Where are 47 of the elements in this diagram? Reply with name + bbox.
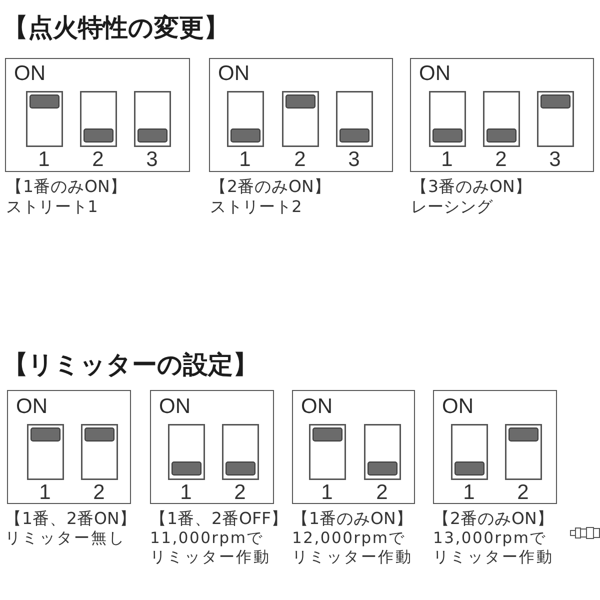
dip-switch-panel — [410, 58, 594, 172]
switch-number: 1 — [180, 482, 192, 502]
dip-switch-panel — [5, 58, 190, 172]
switch-number: 3 — [348, 148, 360, 170]
switch-number: 1 — [463, 482, 475, 502]
node-label: 13,000rpmでリミッター作動 — [433, 528, 554, 566]
node-label: 12,000rpmでリミッター作動 — [292, 528, 413, 566]
section-heading: 【リミッターの設定】 — [3, 351, 258, 378]
switch-number: 2 — [93, 482, 105, 502]
on-label: ON — [301, 396, 332, 417]
node-label: 【1番のみON】 — [292, 509, 413, 528]
switch-number: 3 — [549, 148, 561, 170]
dip-switch-panel — [292, 390, 415, 504]
switch-number: 2 — [517, 482, 529, 502]
node-label: ストリート2 — [210, 197, 302, 216]
switch-number: 1 — [321, 482, 333, 502]
node-label: 【1番、2番OFF】 — [150, 509, 288, 528]
on-label: ON — [16, 396, 48, 417]
node-label: 11,000rpmでリミッター作動 — [150, 528, 271, 566]
dip-switch-panel — [209, 58, 393, 172]
on-label: ON — [218, 63, 250, 84]
on-label: ON — [442, 396, 474, 417]
dip-switch-panel — [150, 390, 274, 504]
node-label: 【2番のみON】 — [210, 177, 331, 197]
on-label: ON — [419, 63, 450, 84]
switch-number: 3 — [146, 148, 158, 170]
node-label: 【3番のみON】 — [411, 177, 532, 197]
node-label: 【2番のみON】 — [433, 509, 554, 528]
switch-number: 2 — [294, 148, 306, 170]
dip-switch-panel — [433, 390, 557, 504]
switch-number: 1 — [239, 148, 251, 170]
switch-number: 1 — [441, 148, 453, 170]
on-label: ON — [159, 396, 190, 417]
node-label: レーシング — [411, 197, 493, 216]
switch-number: 1 — [38, 148, 50, 170]
switch-number: 2 — [234, 482, 246, 502]
node-label: ストリート1 — [6, 197, 98, 216]
switch-number: 2 — [376, 482, 388, 502]
switch-number: 2 — [92, 148, 104, 170]
section-heading: 【点火特性の変更】 — [3, 14, 229, 42]
node-label: リミッター無し — [5, 528, 126, 546]
on-label: ON — [14, 63, 46, 84]
switch-number: 1 — [39, 482, 51, 502]
node-label: 【1番、2番ON】 — [5, 509, 136, 528]
node-label: 【1番のみON】 — [6, 177, 127, 197]
dip-switch-panel — [7, 390, 131, 504]
switch-number: 2 — [495, 148, 507, 170]
